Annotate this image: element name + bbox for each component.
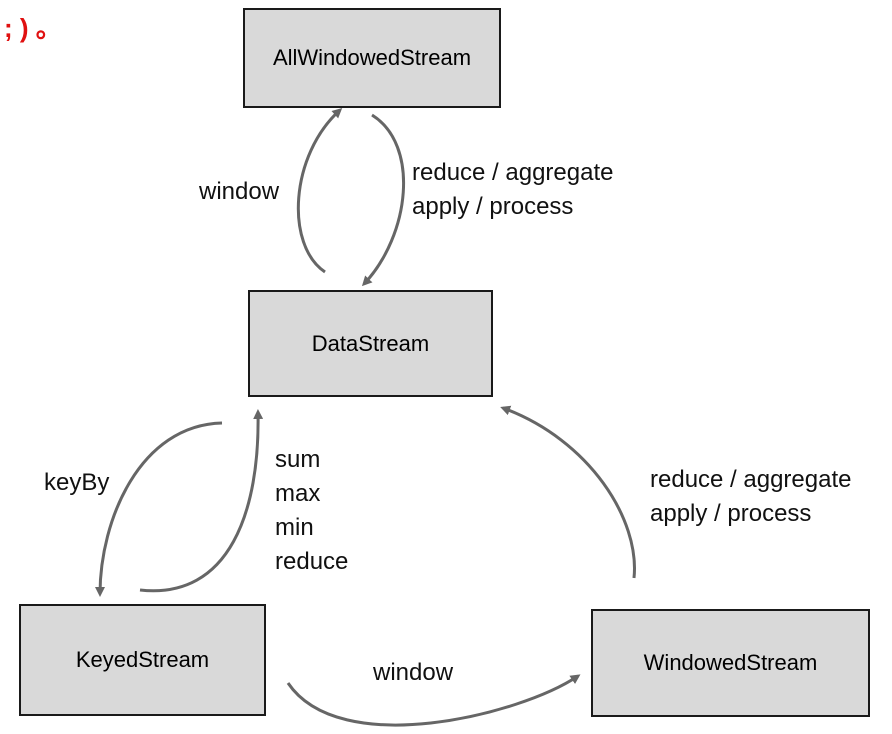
edge-label-line: reduce / aggregate [650,466,852,493]
arrow-window-up [296,107,343,274]
node-datastream: DataStream [248,290,493,397]
edge-label-line: reduce / aggregate [412,159,614,186]
arrow-window-right [286,674,581,727]
edge-label-windowed-to-data: reduce / aggregate apply / process [650,463,851,531]
edge-label-window-top: window [199,178,280,205]
edge-label-line: reduce [275,548,349,575]
red-fragment-text: ; ) 。 [4,13,62,43]
node-keyedstream: KeyedStream [19,604,266,716]
node-windowedstream-label: WindowedStream [643,650,818,675]
edge-label-keyby: keyBy [44,469,110,496]
node-allwindowedstream: AllWindowedStream [243,8,501,108]
edge-label-line: min [275,514,314,541]
edge-label-window-bottom: window [373,659,454,686]
node-allwindowedstream-label: AllWindowedStream [272,45,472,70]
edge-label-line: apply / process [412,193,574,220]
arrow-reduce-down [361,113,406,287]
edge-label-line: apply / process [650,500,812,527]
node-keyedstream-label: KeyedStream [75,647,210,672]
edge-label-all-to-data: reduce / aggregate apply / process [412,156,613,224]
arrow-keyby [95,421,223,597]
edge-label-aggregations: sum max min reduce [275,443,348,579]
edge-label-line: sum [275,446,321,473]
node-datastream-label: DataStream [311,330,430,356]
arrow-windowed-reduce [500,405,636,579]
edge-label-line: max [275,480,321,507]
arrow-aggregations [139,409,264,593]
node-windowedstream: WindowedStream [591,609,870,717]
